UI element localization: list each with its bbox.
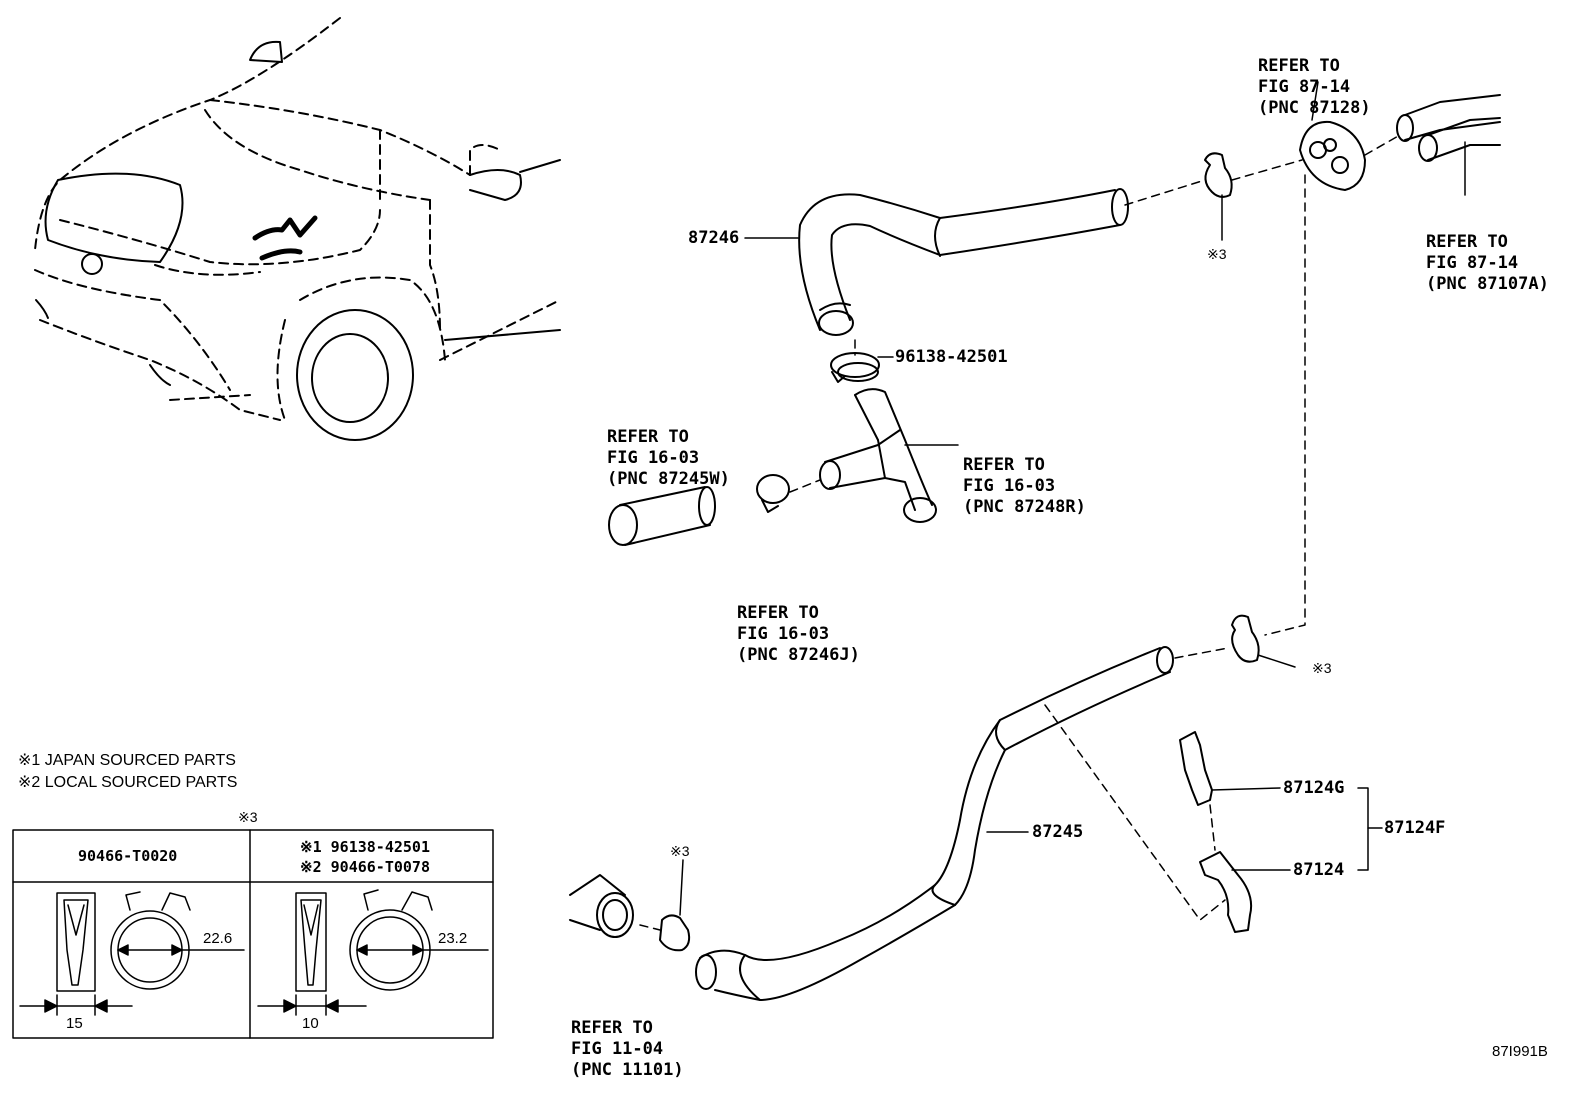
- t-joint: [819, 388, 937, 523]
- legend-col2-header-2: ※2 90466-T0078: [300, 858, 430, 876]
- legend-col1-diameter: 22.6: [203, 930, 233, 947]
- legend-col2-diameter: 23.2: [438, 930, 468, 947]
- vehicle-solid-lines: [35, 40, 561, 441]
- hose-87245: [695, 646, 1174, 1001]
- clamp-87124G: [1179, 731, 1281, 806]
- part-label-96138-42501[interactable]: 96138-42501: [895, 347, 1008, 367]
- vehicle-illustration: [34, 17, 561, 421]
- legend-col1-width: 15: [66, 1015, 83, 1032]
- part-label-87124G[interactable]: 87124G: [1283, 778, 1345, 798]
- part-label-87246[interactable]: 87246: [688, 228, 740, 248]
- mark-clip-top: ※3: [1207, 246, 1227, 262]
- clip-low: [659, 859, 691, 952]
- legend-col2-width: 10: [302, 1015, 319, 1032]
- clip-mid: [1231, 614, 1296, 668]
- part-label-87124F[interactable]: 87124F: [1384, 818, 1446, 838]
- legend-table-mark: ※3: [238, 809, 258, 825]
- legend-col1-header: 90466-T0020: [78, 847, 178, 865]
- mark-clip-low: ※3: [670, 843, 690, 859]
- dashed-connectors: [639, 134, 1401, 931]
- part-label-87245[interactable]: 87245: [1032, 822, 1084, 842]
- hose-87245W: [608, 486, 716, 546]
- hose-87246: [798, 188, 1129, 336]
- clip-top: [1204, 152, 1233, 241]
- engine-pipe: [569, 874, 634, 938]
- grommet: [1299, 81, 1366, 191]
- legend-note-2: ※2 LOCAL SOURCED PARTS: [18, 774, 238, 791]
- legend-table: [12, 829, 494, 1039]
- clamp-96138-42501: [830, 352, 880, 383]
- clamp-87246J: [756, 474, 790, 513]
- leader-lines: [744, 237, 1383, 871]
- part-label-87124[interactable]: 87124: [1293, 860, 1345, 880]
- mark-clip-mid: ※3: [1312, 660, 1332, 676]
- diagram-code: 87I991B: [1492, 1043, 1548, 1060]
- clamp-87124: [1199, 851, 1291, 933]
- legend-col2-header-1: ※1 96138-42501: [300, 838, 430, 856]
- valve-pipes: [1396, 94, 1501, 196]
- legend-note-1: ※1 JAPAN SOURCED PARTS: [18, 752, 236, 769]
